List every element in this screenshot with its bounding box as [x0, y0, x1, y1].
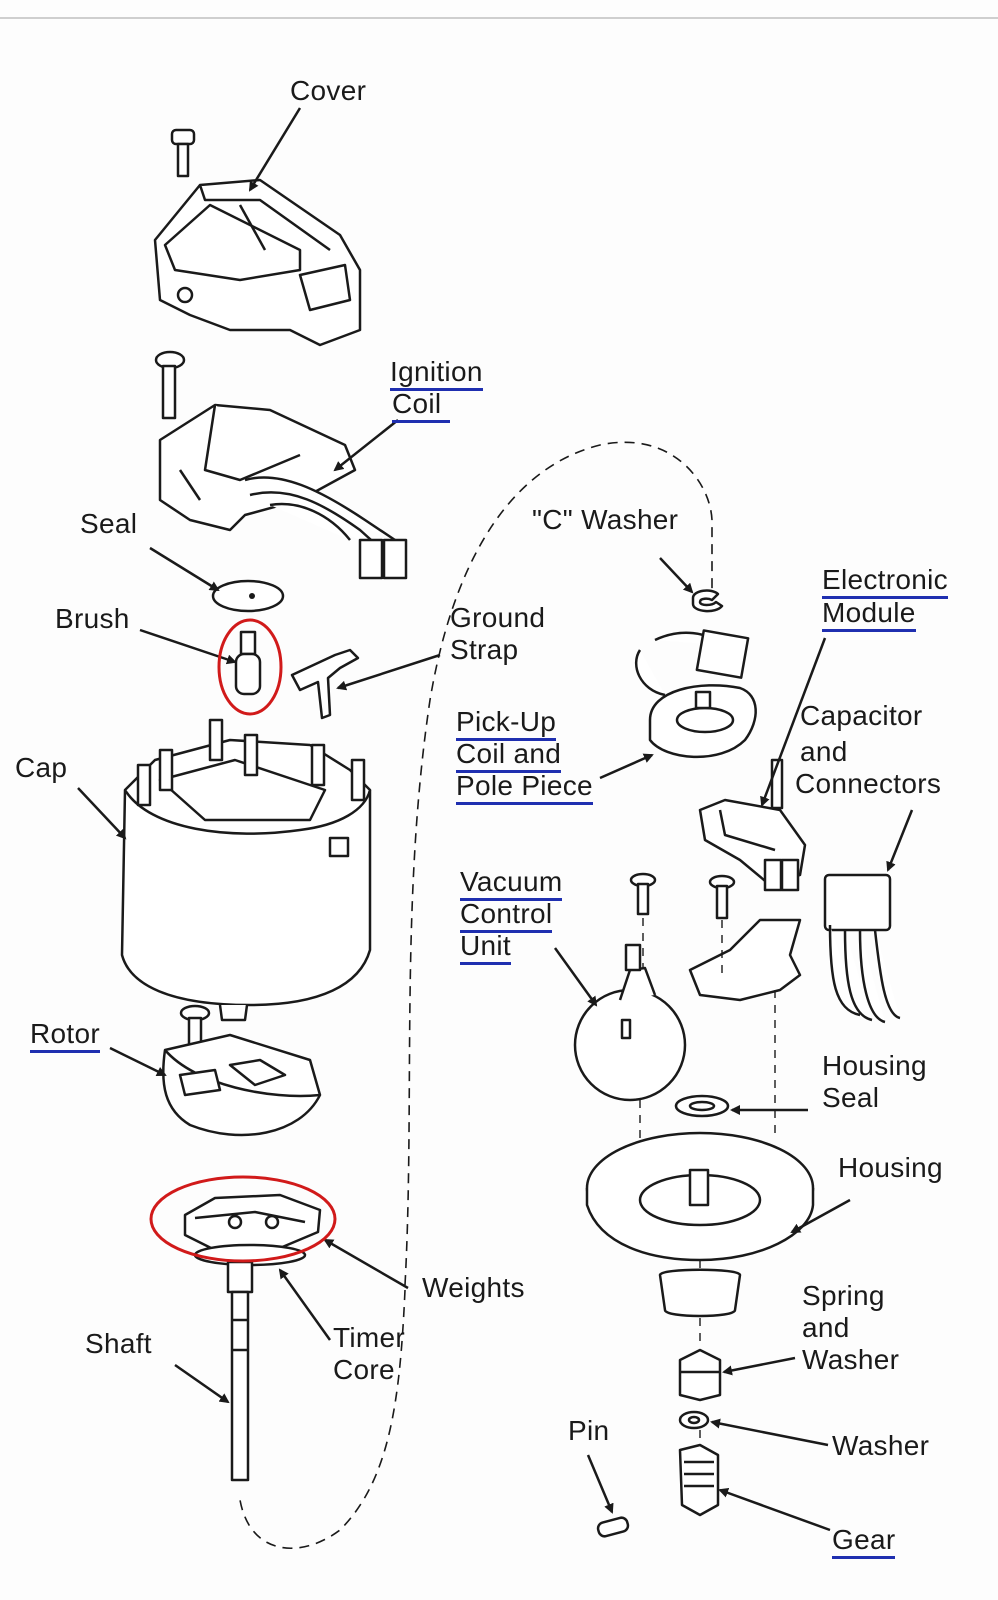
- label-timer-core-line2: Core: [333, 1354, 395, 1385]
- gear-part: [678, 1443, 720, 1517]
- vacuum-screws: [629, 872, 736, 920]
- label-ignition-coil-line2: Coil: [392, 388, 450, 423]
- label-rotor: Rotor: [30, 1018, 100, 1053]
- vacuum-control-part: [573, 943, 687, 1102]
- electronic-module-arrow: [760, 637, 827, 807]
- label-spring-line3: Washer: [802, 1344, 900, 1375]
- rotor-part: [162, 1004, 322, 1137]
- assembly-dashed-line: [404, 441, 713, 1286]
- capacitor-arrow: [886, 809, 914, 872]
- label-ignition-coil-line1: Ignition: [390, 356, 483, 391]
- cover-arrow: [248, 107, 302, 192]
- label-cover: Cover: [290, 75, 367, 106]
- label-capacitor-line1: Capacitor: [800, 700, 923, 731]
- shaft-arrow: [174, 1363, 230, 1404]
- weights-highlight-circle: [149, 1175, 337, 1263]
- label-housing: Housing: [838, 1152, 943, 1183]
- ground-strap-arrow: [336, 653, 441, 691]
- electronic-module-part: [698, 798, 807, 892]
- label-pickup-line3: Pole Piece: [456, 770, 593, 805]
- spring-washer-arrow: [722, 1356, 796, 1376]
- label-electronic-module-line1: Electronic: [822, 564, 948, 599]
- ignition-coil-part: [158, 403, 408, 580]
- housing-arrow: [790, 1198, 851, 1234]
- housing-part: [585, 1131, 815, 1318]
- washer-arrow: [710, 1418, 829, 1447]
- label-washer: Washer: [832, 1430, 930, 1461]
- cover-part: [153, 178, 362, 347]
- label-vacuum-line2: Control: [460, 898, 553, 933]
- brush-highlight-circle: [217, 618, 283, 716]
- pickup-arrow: [599, 753, 654, 780]
- label-cap: Cap: [15, 752, 68, 783]
- label-pickup-line2: Coil and: [456, 738, 562, 773]
- c-washer-part: [691, 589, 724, 613]
- c-washer-arrow: [659, 557, 694, 594]
- spring-washer-part: [678, 1348, 722, 1402]
- shaft-part: [226, 1260, 254, 1482]
- label-weights: Weights: [422, 1272, 525, 1303]
- ground-strap-part: [290, 648, 360, 720]
- label-vacuum-line3: Unit: [460, 930, 511, 965]
- label-vacuum-line1: Vacuum: [460, 866, 563, 901]
- cover-screw: [170, 128, 196, 178]
- label-pin: Pin: [568, 1415, 610, 1446]
- gear-arrow: [718, 1488, 831, 1532]
- label-capacitor-line2: and: [800, 736, 848, 767]
- weights-arrow: [323, 1238, 409, 1290]
- label-ground-strap-line1: Ground: [450, 602, 546, 633]
- distributor-cap-part: [120, 718, 372, 1022]
- label-electronic-module-line2: Module: [822, 597, 916, 632]
- brush-part: [234, 630, 262, 696]
- weights-part: [183, 1193, 322, 1267]
- label-housing-seal-line2: Seal: [822, 1082, 880, 1113]
- label-spring-line2: and: [802, 1312, 850, 1343]
- timer-core-arrow: [278, 1268, 332, 1341]
- label-shaft: Shaft: [85, 1328, 152, 1359]
- label-gear: Gear: [832, 1524, 896, 1559]
- vacuum-arrow: [553, 947, 598, 1007]
- label-ground-strap-line2: Strap: [450, 634, 519, 665]
- ignition-coil-bolt: [154, 350, 186, 420]
- label-spring-line1: Spring: [802, 1280, 885, 1311]
- cap-arrow: [77, 787, 127, 840]
- label-seal: Seal: [80, 508, 138, 539]
- seal-part: [211, 579, 285, 613]
- label-c-washer: "C" Washer: [532, 504, 679, 535]
- pickup-coil-part: [634, 629, 757, 759]
- label-pickup-line1: Pick-Up: [456, 706, 557, 741]
- label-housing-seal-line1: Housing: [822, 1050, 927, 1081]
- capacitor-part: [823, 873, 901, 1024]
- label-timer-core-line1: Timer: [333, 1322, 406, 1353]
- label-capacitor-line3: Connectors: [795, 768, 942, 799]
- ignition-coil-arrow: [333, 419, 399, 472]
- pin-arrow: [586, 1454, 614, 1514]
- rotor-arrow: [109, 1046, 167, 1077]
- pin-part: [596, 1516, 630, 1538]
- seal-arrow: [149, 546, 220, 592]
- module-screw: [770, 758, 784, 810]
- bracket-part: [688, 918, 802, 1002]
- label-brush: Brush: [55, 603, 130, 634]
